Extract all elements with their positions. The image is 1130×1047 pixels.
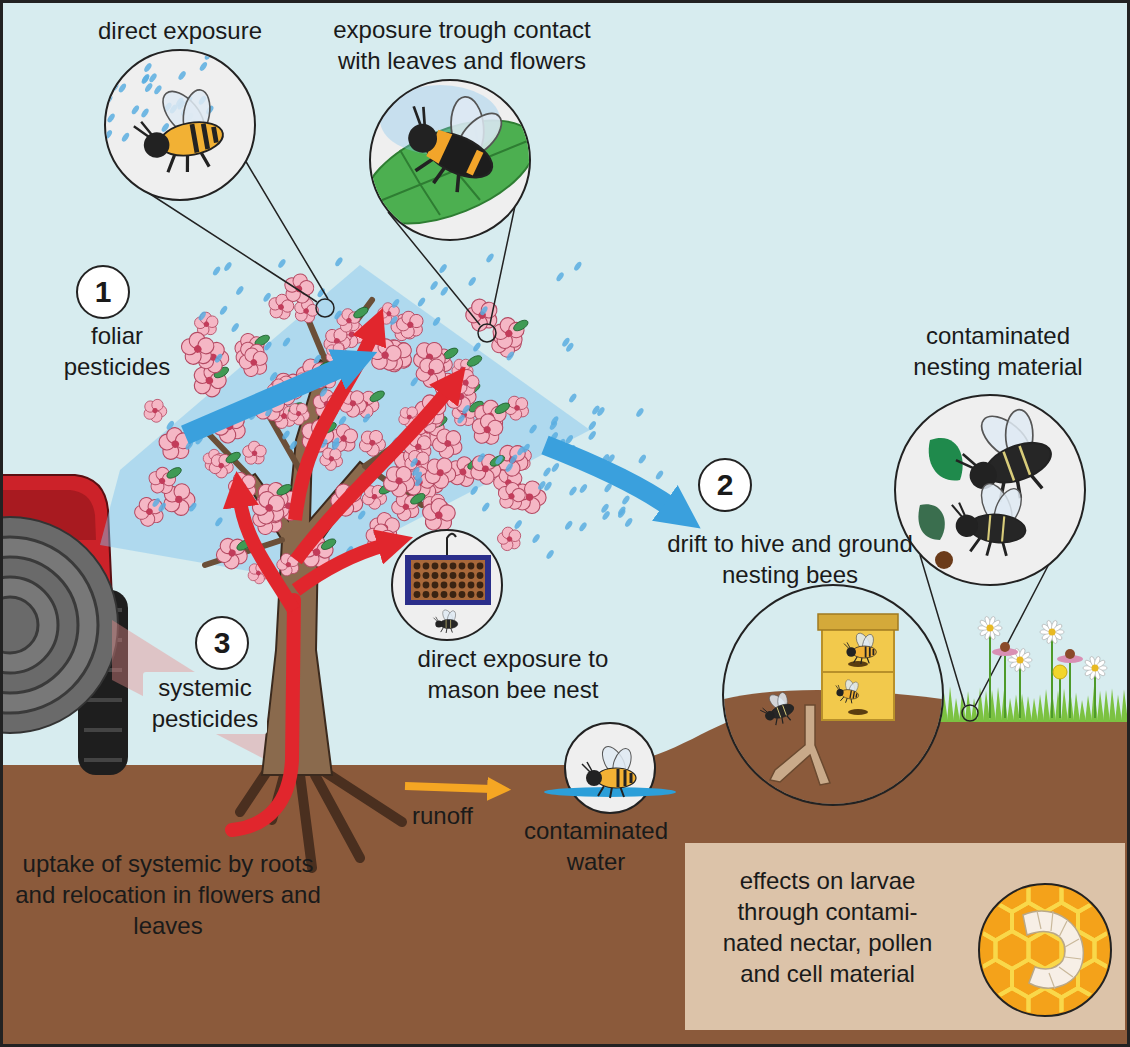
callout-number: 3 [194,615,250,671]
caption-text: direct exposure to mason bee nest [382,643,644,705]
caption-text: contaminated nesting material [898,320,1098,382]
callout-number: 2 [697,457,755,516]
zoom-circle: direct exposure [85,12,277,206]
zoom-circle: contaminated water [501,720,693,882]
info-panel: effects on larvae through contami- nated… [685,843,1125,1030]
caption-text: direct exposure [85,15,275,46]
label-text: drift to hive and ground nesting bees [665,528,915,590]
label-text: runoff [412,800,502,831]
zoom-circle: exposure trough contact with leaves and … [297,12,627,244]
callout-number: 1 [75,264,133,323]
callout-number: 3 [194,615,252,674]
caption-text: contaminated water [501,815,691,877]
caption-text: effects on larvae through contami- nated… [710,865,945,989]
label-text: foliar pesticides [52,320,182,382]
zoom-circle: direct exposure to mason bee nest [382,528,646,713]
zoom-circle: contaminated nesting material [878,318,1118,588]
caption-text: exposure trough contact with leaves and … [317,14,607,76]
label-text: systemic pesticides [143,672,267,734]
callout-number: 2 [697,457,753,513]
callout-number: 1 [75,264,131,320]
label-text: uptake of systemic by roots and relocati… [13,848,323,941]
